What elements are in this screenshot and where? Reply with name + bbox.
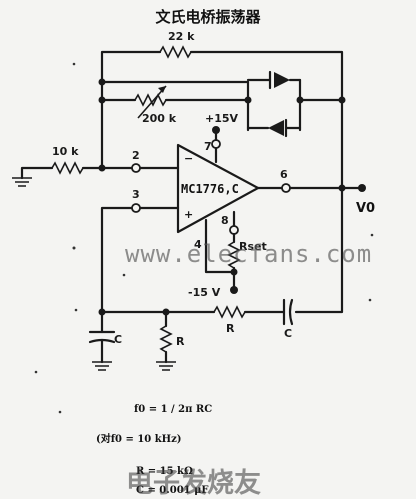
- ground-cap: [92, 361, 112, 371]
- label-rset: Rset: [239, 240, 267, 253]
- plus15-terminal: [212, 126, 220, 134]
- pin-3-terminal: [131, 203, 141, 213]
- label-r-series: R: [226, 322, 235, 335]
- ground-left: [12, 177, 32, 187]
- wire-right-rail-down: [294, 186, 344, 314]
- formula-condition: (对f0 = 10 kHz): [96, 432, 182, 445]
- pot-wiper-arrowhead: [158, 86, 166, 93]
- node-diode-right: [296, 96, 304, 104]
- node-top-left: [98, 78, 106, 86]
- formula-r-value: R = 15 kΩ: [136, 466, 193, 477]
- label-pin3: 3: [132, 188, 140, 201]
- diode-upper: [274, 72, 290, 88]
- scan-speck: [72, 62, 76, 66]
- pin-8-terminal: [229, 225, 239, 235]
- label-r-bottom: R: [176, 335, 185, 348]
- ground-r: [156, 361, 176, 371]
- label-pin8: 8: [221, 214, 229, 227]
- label-pin7: 7: [204, 140, 212, 153]
- pin-7-terminal: [211, 139, 221, 149]
- label-plus15: +15V: [205, 112, 239, 125]
- resistor-22k: [159, 45, 192, 59]
- scan-speck: [370, 233, 374, 237]
- label-output: V0: [356, 201, 375, 216]
- pot-wiper-arrow: [137, 85, 167, 119]
- node-diode-left: [244, 96, 252, 104]
- resistor-rset: [227, 241, 241, 269]
- opamp-triangle: [176, 143, 260, 234]
- scan-speck: [368, 298, 372, 302]
- opamp-plus: +: [184, 208, 193, 221]
- wire-pin4: [204, 218, 236, 274]
- scan-speck: [34, 370, 38, 374]
- formula-c-value: C = 0.001 μF: [136, 485, 209, 496]
- label-22k: 22 k: [168, 30, 195, 43]
- minus15-terminal: [230, 286, 238, 294]
- scan-speck: [72, 246, 76, 250]
- watermark-brand: 电子发烧友: [126, 467, 261, 499]
- resistor-10k: [51, 161, 84, 175]
- output-terminal: [358, 184, 366, 192]
- scan-speck: [74, 308, 78, 312]
- diode-lower: [268, 120, 284, 136]
- wire-pin3-left: [100, 206, 134, 314]
- watermark-url: www.elecfans.com: [125, 240, 372, 268]
- scan-speck: [122, 273, 126, 277]
- wire-top-right: [189, 50, 344, 192]
- wire-top-left: [100, 50, 162, 84]
- node-inverting: [98, 164, 106, 172]
- scan-speck: [58, 410, 62, 414]
- opamp-model: MC1776,C: [181, 182, 239, 196]
- label-pin2: 2: [132, 149, 140, 162]
- node-minus15: [230, 268, 238, 276]
- capacitor-c-series: [282, 298, 294, 326]
- resistor-r-bottom: [159, 325, 173, 353]
- label-pin6: 6: [280, 168, 288, 181]
- label-200k: 200 k: [142, 112, 177, 125]
- opamp-minus: −: [184, 152, 193, 165]
- label-10k: 10 k: [52, 145, 79, 158]
- node-pot: [98, 96, 106, 104]
- pin-2-terminal: [131, 163, 141, 173]
- resistor-r-series: [213, 305, 246, 319]
- label-c-left: C: [114, 333, 122, 346]
- label-c-series: C: [284, 327, 292, 340]
- label-pin4: 4: [194, 238, 202, 251]
- diagram-title: 文氏电桥振荡器: [155, 8, 261, 26]
- formula-f0: f0 = 1 / 2π RC: [134, 404, 212, 415]
- potentiometer-200k: [134, 93, 167, 107]
- label-minus15: -15 V: [188, 286, 221, 299]
- node-right-rail: [338, 96, 346, 104]
- wire-ground-stub: [20, 166, 54, 180]
- pin-6-terminal: [281, 183, 291, 193]
